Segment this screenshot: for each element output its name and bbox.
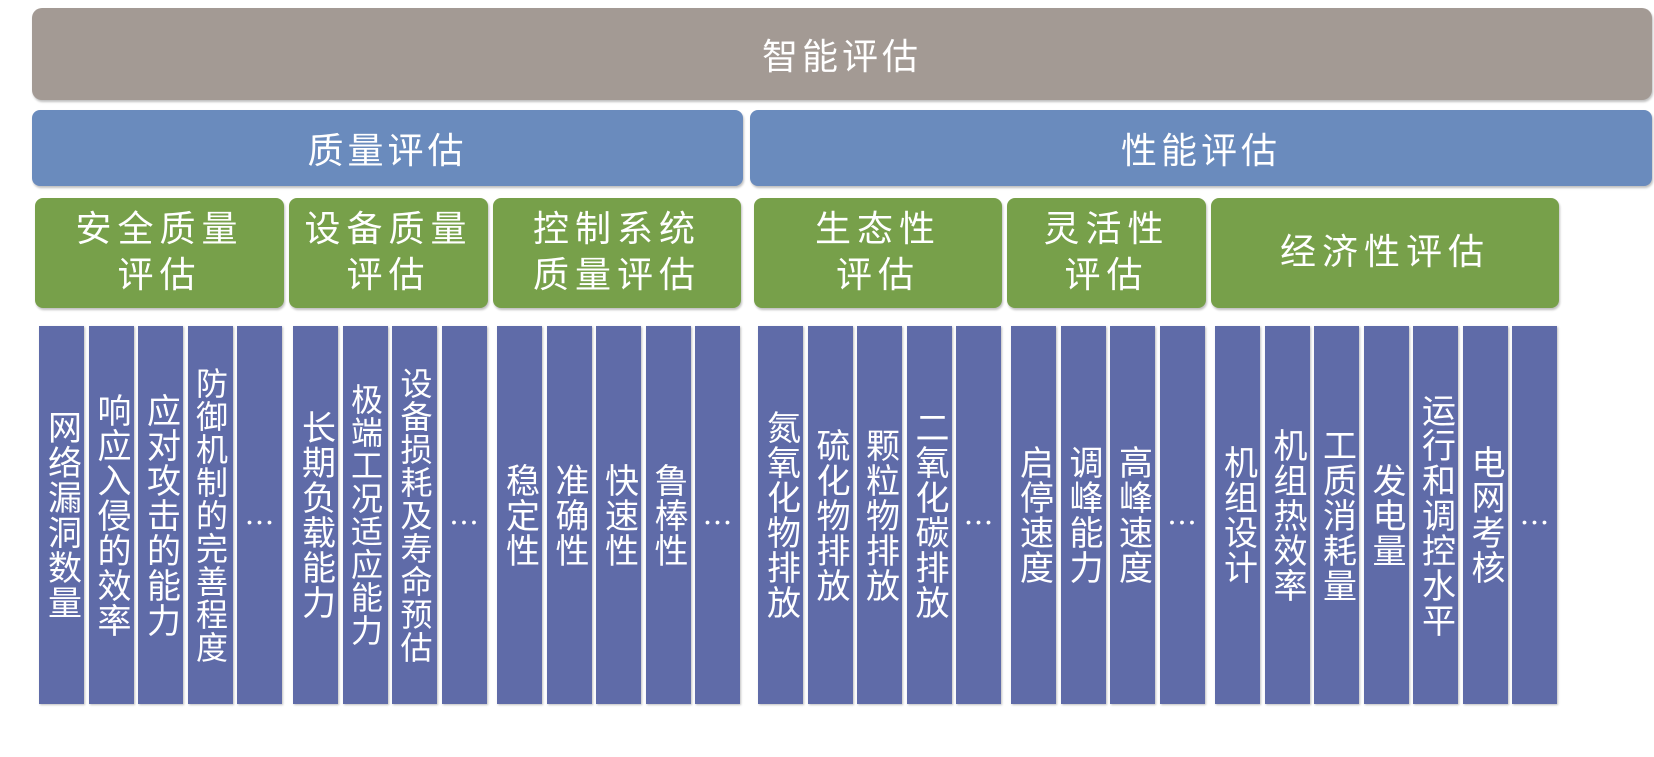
node-flexibility-evaluation: 灵活性评估 [1007, 198, 1206, 308]
metric-box: 工质消耗量 [1314, 326, 1359, 704]
metric-box: 应对攻击的能力 [138, 326, 183, 704]
ellipsis-more-label: … [244, 497, 275, 532]
metric-box: 调峰能力 [1060, 326, 1106, 704]
metric-box: 发电量 [1363, 326, 1409, 704]
metric-label: 极端工况适应能力 [346, 383, 384, 647]
category-label-line: 质量评估 [532, 255, 701, 296]
metric-box: 防御机制的完善程度 [187, 326, 233, 704]
node-control-system-quality-evaluation: 控制系统质量评估 [493, 198, 741, 308]
metric-label: 电网考核 [1465, 445, 1505, 585]
metric-box: … [1159, 326, 1205, 704]
metric-box: 二氧化碳排放 [906, 326, 952, 704]
metric-box: 设备损耗及寿命预估 [392, 326, 437, 704]
metric-box: 高峰速度 [1110, 326, 1155, 704]
metric-box: … [237, 326, 282, 704]
node-ecological-evaluation: 生态性评估 [754, 198, 1002, 308]
metric-box: 电网考核 [1462, 326, 1508, 704]
metric-label: 发电量 [1366, 462, 1406, 568]
metric-box: 极端工况适应能力 [342, 326, 388, 704]
metric-label: 机组热效率 [1267, 427, 1307, 603]
metric-box: 机组设计 [1215, 326, 1260, 704]
metric-box: 运行和调控水平 [1413, 326, 1458, 704]
category-label-line: 经济性评估 [1279, 232, 1490, 273]
ellipsis-more-label: … [963, 497, 994, 532]
metric-label: 高峰速度 [1112, 445, 1153, 585]
metric-label: 氮氧化物排放 [760, 410, 801, 620]
node-performance-evaluation-label: 性能评估 [1120, 131, 1281, 172]
metric-box: 颗粒物排放 [857, 326, 902, 704]
metric-box: … [695, 326, 740, 704]
metric-box: … [441, 326, 487, 704]
metric-label: 网络漏洞数量 [41, 410, 82, 620]
category-label-line: 评估 [1064, 255, 1149, 296]
category-label-line: 生态性 [814, 209, 941, 250]
category-label-line: 控制系统 [532, 209, 701, 250]
node-quality-evaluation-label: 质量评估 [307, 131, 468, 172]
metric-label: 调峰能力 [1063, 445, 1103, 585]
metric-label: 准确性 [549, 462, 589, 568]
metric-label: 长期负载能力 [295, 410, 336, 620]
root-node-label: 智能评估 [761, 37, 922, 78]
metric-label: 响应入侵的效率 [91, 392, 131, 638]
node-quality-evaluation: 质量评估 [32, 110, 743, 186]
metric-box: 机组热效率 [1264, 326, 1310, 704]
metric-label: 防御机制的完善程度 [191, 366, 229, 664]
metric-label: 工质消耗量 [1316, 427, 1357, 603]
category-label-line: 设备质量 [304, 209, 473, 250]
metric-box: 鲁棒性 [645, 326, 691, 704]
metric-label: 运行和调控水平 [1415, 392, 1456, 638]
metric-box: 稳定性 [497, 326, 542, 704]
metric-box: … [956, 326, 1001, 704]
metric-label: 快速性 [598, 462, 639, 568]
metric-box: 硫化物排放 [807, 326, 853, 704]
metric-label: 颗粒物排放 [859, 427, 900, 603]
node-performance-evaluation: 性能评估 [750, 110, 1652, 186]
category-label-line: 评估 [346, 255, 431, 296]
metric-label: 启停速度 [1013, 445, 1054, 585]
metric-label: 稳定性 [499, 462, 540, 568]
metric-label: 应对攻击的能力 [140, 392, 181, 638]
node-equipment-quality-evaluation: 设备质量评估 [289, 198, 488, 308]
metric-box: 快速性 [596, 326, 641, 704]
metric-label: 设备损耗及寿命预估 [395, 366, 434, 664]
root-node-intelligent-evaluation: 智能评估 [32, 8, 1652, 100]
metric-box: 准确性 [546, 326, 592, 704]
metric-label: 机组设计 [1217, 445, 1258, 585]
metric-box: 响应入侵的效率 [88, 326, 134, 704]
ellipsis-more-label: … [1519, 497, 1550, 532]
category-label-line: 评估 [835, 255, 920, 296]
metric-box: … [1512, 326, 1557, 704]
node-economic-evaluation: 经济性评估 [1211, 198, 1559, 308]
metric-label: 二氧化碳排放 [909, 410, 949, 620]
metric-box: 启停速度 [1011, 326, 1056, 704]
metric-box: 长期负载能力 [293, 326, 338, 704]
category-label-line: 安全质量 [75, 209, 244, 250]
metric-box: 氮氧化物排放 [758, 326, 803, 704]
ellipsis-more-label: … [449, 497, 479, 532]
metric-label: 鲁棒性 [648, 462, 688, 568]
category-label-line: 评估 [117, 255, 202, 296]
category-label-line: 灵活性 [1043, 209, 1170, 250]
metric-box: 网络漏洞数量 [39, 326, 84, 704]
metric-label: 硫化物排放 [810, 427, 850, 603]
node-safety-quality-evaluation: 安全质量评估 [35, 198, 284, 308]
ellipsis-more-label: … [1167, 497, 1197, 532]
ellipsis-more-label: … [702, 497, 733, 532]
